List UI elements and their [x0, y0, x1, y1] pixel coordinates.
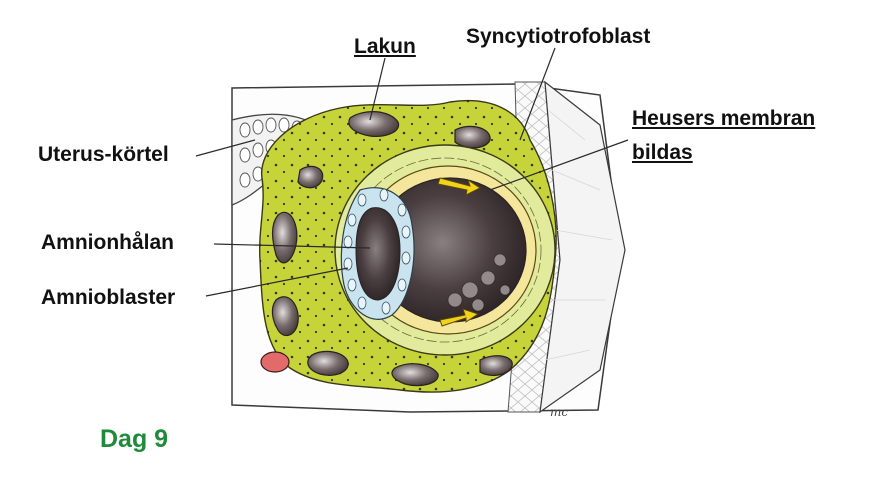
label-amnioblaster: Amnioblaster	[41, 287, 175, 308]
label-uterus-kortel: Uterus-körtel	[38, 144, 169, 165]
label-amnionhalan: Amnionhålan	[41, 232, 174, 253]
amniotic-cavity	[341, 188, 414, 320]
label-day: Dag 9	[100, 427, 168, 452]
artist-signature: mc	[550, 405, 568, 419]
label-bildas: bildas	[632, 142, 693, 163]
label-syncytiotrofoblast: Syncytiotrofoblast	[466, 26, 650, 47]
label-heusers-membran: Heusers membran	[632, 108, 815, 129]
label-lakun: Lakun	[354, 36, 416, 57]
red-blood-cell	[261, 352, 289, 372]
